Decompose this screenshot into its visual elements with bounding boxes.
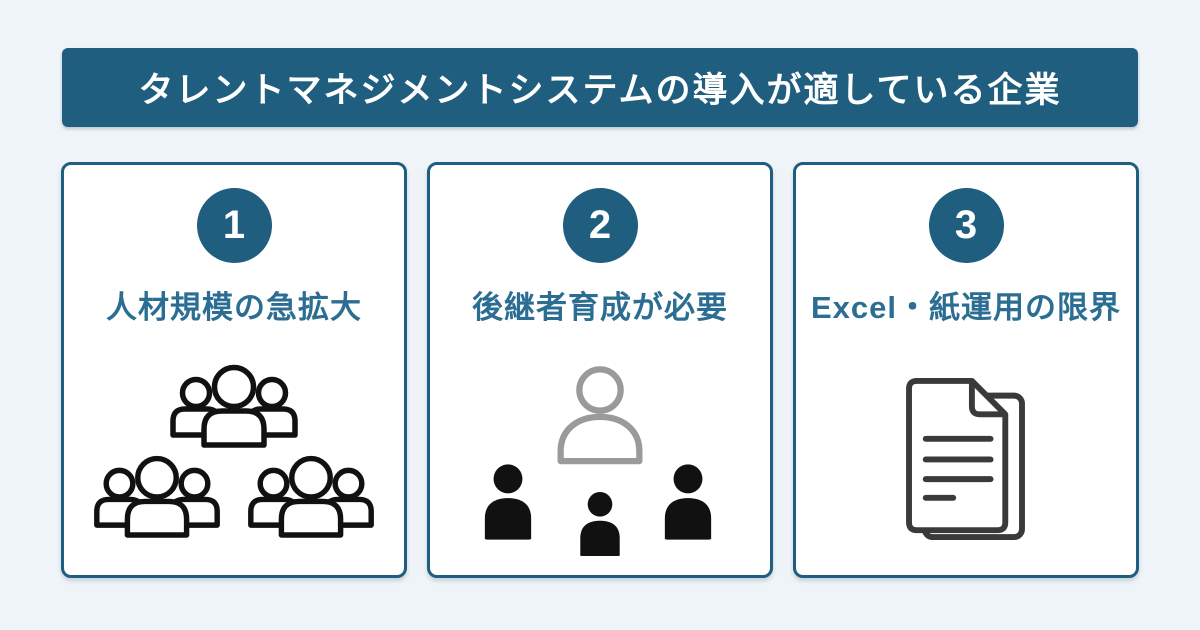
people-group-icon (159, 363, 309, 451)
people-group-icon (83, 454, 231, 541)
card-successor-development: 2 後継者育成が必要 (427, 162, 773, 578)
leader-outline-person-icon (557, 366, 643, 465)
paper-documents-icon (903, 375, 1029, 547)
number-badge-1: 1 (196, 188, 272, 263)
crowd-bottom-row (83, 454, 385, 541)
trainee-person-icon (580, 491, 620, 557)
cards-row: 1 人材規模の急拡大 2 後継者育成が必要 (61, 162, 1139, 578)
number-badge-2: 2 (562, 188, 638, 263)
successor-training-icon (430, 365, 770, 565)
page-title: タレントマネジメントシステムの導入が適している企業 (138, 71, 1062, 110)
stacked-documents-icon (906, 377, 1025, 541)
number-badge-3: 3 (928, 188, 1004, 263)
header-banner: タレントマネジメントシステムの導入が適している企業 (62, 48, 1138, 127)
card-title-3: Excel・紙運用の限界 (810, 290, 1121, 325)
trainee-person-icon (484, 464, 532, 540)
card-title-2: 後継者育成が必要 (472, 290, 728, 325)
trainee-person-icon (664, 464, 712, 540)
card-workforce-expansion: 1 人材規模の急拡大 (61, 162, 407, 578)
card-excel-paper-limits: 3 Excel・紙運用の限界 (793, 162, 1139, 578)
card-title-1: 人材規模の急拡大 (106, 290, 362, 325)
crowd-groups-icon (83, 363, 385, 541)
people-group-icon (237, 454, 385, 541)
